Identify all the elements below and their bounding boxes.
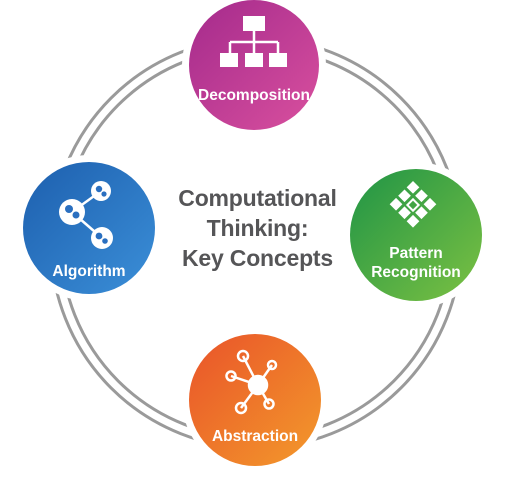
flow-icon — [59, 181, 113, 249]
node-abstraction: Abstraction — [182, 327, 328, 473]
abstraction-circle — [189, 334, 321, 466]
decomposition-label: Decomposition — [198, 87, 310, 104]
center-title-line2: Thinking: — [206, 215, 309, 241]
abstraction-label: Abstraction — [212, 428, 298, 445]
node-pattern-recognition: Pattern Recognition — [343, 162, 489, 308]
pattern-label-line1: Pattern — [389, 245, 442, 262]
node-decomposition: Decomposition — [182, 0, 326, 137]
hierarchy-icon — [220, 16, 287, 67]
algorithm-label: Algorithm — [52, 263, 125, 280]
pattern-label-line2: Recognition — [371, 264, 461, 281]
center-title: Computational Thinking: Key Concepts — [150, 183, 365, 273]
center-title-line1: Computational — [178, 185, 337, 211]
center-title-line3: Key Concepts — [182, 245, 333, 271]
pattern-circle — [350, 169, 482, 301]
node-algorithm: Algorithm — [16, 155, 162, 301]
network-icon — [225, 349, 278, 415]
